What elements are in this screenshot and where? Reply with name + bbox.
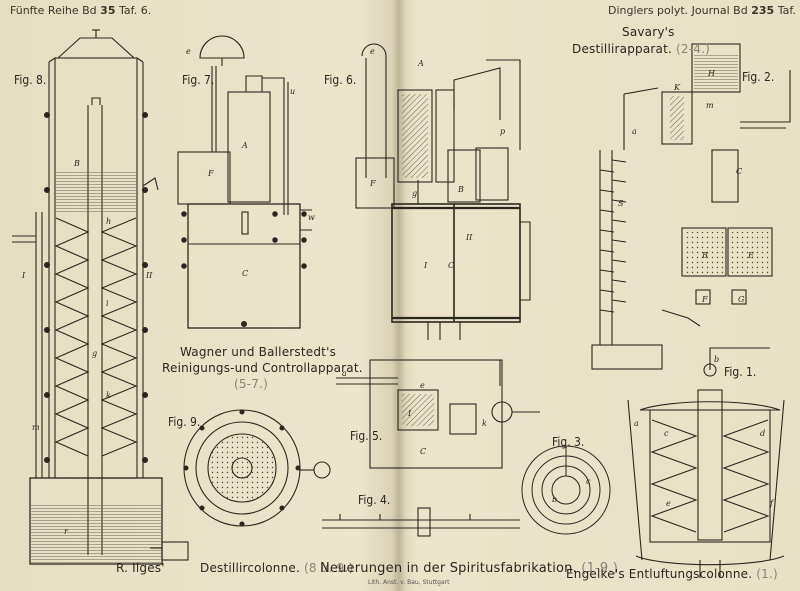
main-figure-range: (1-9.) bbox=[581, 561, 619, 576]
fig5-label: Fig. 5. bbox=[350, 429, 383, 443]
fig6-letter-I: I bbox=[424, 261, 428, 270]
fig8-label: Fig. 8. bbox=[14, 73, 47, 87]
header-plate-left: Taf. 6. bbox=[118, 4, 152, 17]
fig5-letter-e: e bbox=[420, 381, 425, 390]
header-volume-left: 35 bbox=[100, 4, 116, 17]
fig6-letter-B: B bbox=[458, 185, 464, 194]
main-title-text: Neuerungen in der Spiritusfabrikation. bbox=[320, 561, 577, 576]
ilges-name: R. Ilges' bbox=[116, 561, 165, 575]
main-title: Neuerungen in der Spiritusfabrikation. (… bbox=[320, 562, 618, 575]
fig6-label: Fig. 6. bbox=[324, 73, 357, 87]
fig2-letter-K: K bbox=[674, 83, 680, 92]
fig8-letter-r: r bbox=[64, 527, 68, 536]
fig6-letter-g: g bbox=[412, 189, 418, 198]
fig8-letter-i: i bbox=[106, 299, 109, 308]
fig7-letter-F: F bbox=[208, 169, 214, 178]
savary-title-text: Destillirapparat. bbox=[572, 42, 672, 56]
ilges-figure-range: (8 u. 9.) bbox=[304, 561, 354, 575]
fig6-letter-p: p bbox=[500, 127, 506, 136]
fig1-label: Fig. 1. bbox=[724, 365, 757, 379]
fig2-letter-F: F bbox=[702, 295, 708, 304]
fig2-letter-B: B bbox=[702, 251, 708, 260]
fig6-letter-A: A bbox=[418, 59, 424, 68]
fig9-tray-plan bbox=[183, 409, 331, 527]
fig2-savary-apparatus bbox=[591, 43, 791, 370]
header-volume-right: 235 bbox=[751, 4, 775, 17]
fig6-letter-F: F bbox=[370, 179, 376, 188]
fig8-letter-k: k bbox=[106, 391, 111, 400]
savary-title-line2: Destillirapparat. (2-4.) bbox=[572, 43, 710, 55]
fig8-letter-h: h bbox=[106, 217, 112, 226]
fig8-letter-II: II bbox=[146, 271, 153, 280]
fig6-letter-C: C bbox=[448, 261, 455, 270]
fig3-label: Fig. 3. bbox=[552, 435, 585, 449]
fig8-letter-B: B bbox=[74, 159, 80, 168]
fig1-letter-d: d bbox=[760, 429, 766, 438]
fig4-channel-section bbox=[322, 507, 520, 537]
fig5-apparatus-section bbox=[336, 359, 540, 469]
fig4-label: Fig. 4. bbox=[358, 493, 391, 507]
fig7-letter-e: e bbox=[186, 47, 191, 56]
header-series: Fünfte Reihe Bd bbox=[10, 4, 97, 17]
fig1-letter-b: b bbox=[714, 355, 720, 364]
header-left: Fünfte Reihe Bd 35 Taf. 6. bbox=[10, 5, 151, 16]
fig7-letter-A: A bbox=[242, 141, 248, 150]
fig2-letter-H: H bbox=[708, 69, 715, 78]
fig3-spiral-plan bbox=[521, 445, 611, 535]
fig8-letter-g: g bbox=[92, 349, 98, 358]
fig7-letter-C: C bbox=[242, 269, 249, 278]
fig3-letter-b: b bbox=[552, 495, 558, 504]
fig6-letter-II: II bbox=[466, 233, 473, 242]
fig3-letter-c: c bbox=[586, 477, 591, 486]
ilges-title: Destillircolonne. (8 u. 9.) bbox=[200, 562, 353, 574]
fig1-letter-a: a bbox=[634, 419, 639, 428]
fig8-distillation-column bbox=[12, 29, 189, 565]
wagner-title-line1: Wagner und Ballerstedt's bbox=[180, 345, 337, 359]
fig2-letter-E: E bbox=[748, 251, 754, 260]
engraver-note: Lith. Anst. v. Bau, Stuttgart bbox=[368, 579, 450, 586]
savary-title-line1: Savary's bbox=[622, 25, 675, 39]
fig2-letter-a: a bbox=[632, 127, 637, 136]
fig1-letter-e: e bbox=[666, 499, 671, 508]
fig2-letter-S: S bbox=[618, 199, 624, 208]
fig2-label: Fig. 2. bbox=[742, 70, 775, 84]
fig7-letter-u: u bbox=[290, 87, 296, 96]
savary-figure-range: (2-4.) bbox=[676, 42, 710, 56]
wagner-figure-range: (5-7.) bbox=[234, 377, 268, 391]
fig2-letter-C: C bbox=[736, 167, 743, 176]
fig2-letter-m: m bbox=[706, 101, 714, 110]
header-right: Dinglers polyt. Journal Bd 235 Taf. 6. bbox=[608, 5, 800, 16]
header-journal: Dinglers polyt. Journal Bd bbox=[608, 4, 748, 17]
fig6-control-apparatus bbox=[355, 43, 531, 340]
fig7-letter-w: w bbox=[308, 213, 315, 222]
fig7-purification-apparatus bbox=[177, 35, 312, 329]
wagner-title-line2: Reinigungs-und Controllapparat. bbox=[162, 361, 363, 375]
engelke-title: Engelke's Entluftungscolonne. (1.) bbox=[566, 568, 778, 580]
fig8-letter-I: I bbox=[22, 271, 26, 280]
engelke-title-text: Engelke's Entluftungscolonne. bbox=[566, 567, 753, 581]
fig1-deaeration-column bbox=[627, 347, 785, 578]
fig1-letter-c: c bbox=[664, 429, 669, 438]
fig9-label: Fig. 9. bbox=[168, 415, 201, 429]
header-plate-right: Taf. 6. bbox=[777, 4, 800, 17]
engelke-figure-range: (1.) bbox=[756, 567, 778, 581]
fig5-letter-I: I bbox=[408, 409, 412, 418]
fig5-letter-a: a bbox=[342, 369, 347, 378]
fig1-letter-f: f bbox=[770, 499, 773, 508]
fig2-letter-G: G bbox=[738, 295, 745, 304]
ilges-title-text: Destillircolonne. bbox=[200, 561, 301, 575]
fig5-letter-k: k bbox=[482, 419, 487, 428]
fig5-letter-C: C bbox=[420, 447, 427, 456]
fig7-label: Fig. 7. bbox=[182, 73, 215, 87]
fig8-letter-m: m bbox=[32, 423, 40, 432]
fig6-letter-e: e bbox=[370, 47, 375, 56]
